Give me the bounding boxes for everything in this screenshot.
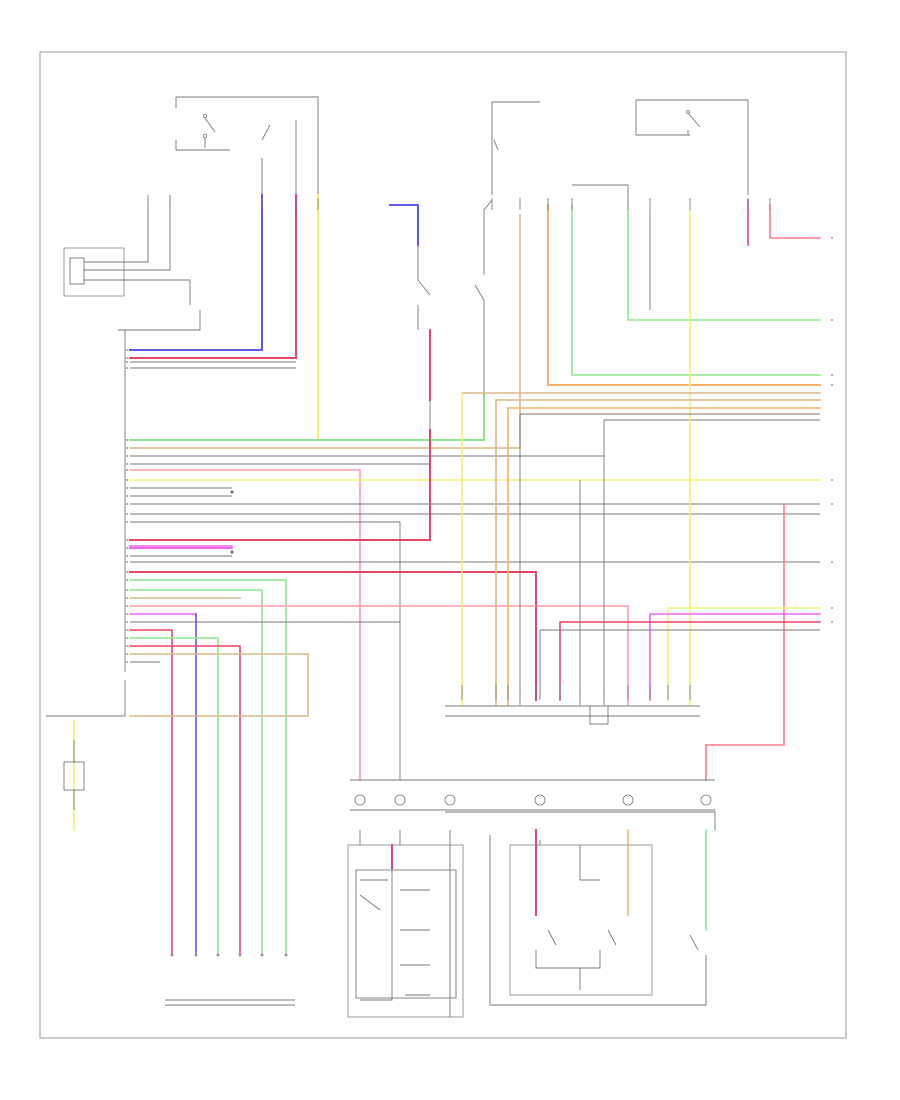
splice-row xyxy=(350,705,716,830)
connector-circles xyxy=(354,794,712,806)
bottom-right-switch xyxy=(489,829,707,1006)
right-wire-ends xyxy=(831,237,833,623)
left-ecu-connector xyxy=(46,310,201,717)
bottom-left-switch-box xyxy=(347,830,464,1018)
terminal-ticks xyxy=(147,195,771,700)
ecu-pins xyxy=(126,349,128,663)
bottom-left-sensor xyxy=(63,740,85,810)
sub-connection-markers xyxy=(230,490,234,554)
top-center-fuse xyxy=(491,101,540,195)
diagram-frame xyxy=(39,51,847,1039)
wires xyxy=(73,184,821,956)
top-left-relay xyxy=(175,96,319,195)
top-right-relay xyxy=(635,99,749,195)
left-sensor-pins xyxy=(165,953,295,1006)
bottom-center-switch-box xyxy=(509,829,653,996)
left-sensor-box xyxy=(63,195,191,305)
